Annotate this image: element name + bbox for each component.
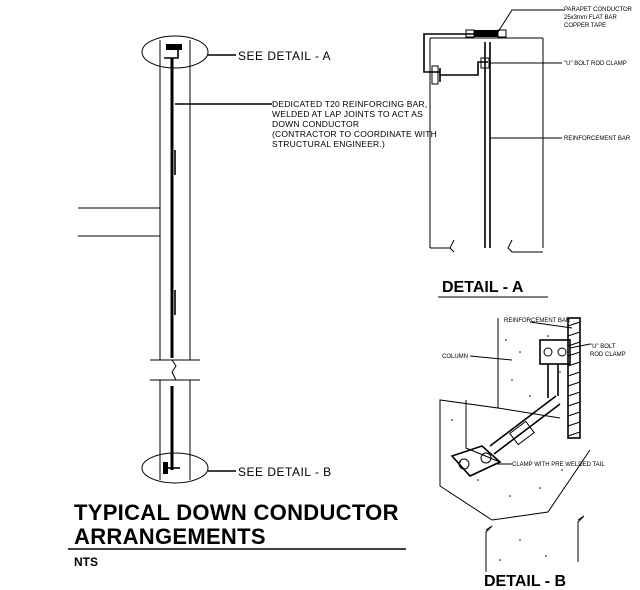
- detail-a-parapet-leader: [497, 9, 564, 33]
- detail-b-reinforcement-bar: [567, 317, 581, 439]
- reinforcing-note-line-3: DOWN CONDUCTOR: [272, 119, 359, 129]
- detail-a-tape-clip-right: [497, 29, 507, 38]
- detail-b-splice-sleeve: [509, 420, 535, 446]
- reinforcing-note: DEDICATED T20 REINFORCING BAR, WELDED AT…: [272, 99, 440, 149]
- detail-b-bubble: [141, 452, 209, 484]
- detail-b-concrete-stipple: [451, 335, 563, 561]
- detail-a-heading: DETAIL - A: [442, 279, 524, 296]
- bottom-clamp-symbol: [163, 462, 168, 474]
- detail-a: PARAPET CONDUCTOR 25x3mm FLAT BAR COPPER…: [423, 7, 634, 298]
- top-clamp-symbol: [164, 50, 179, 59]
- detail-b-column-label: COLUMN: [442, 354, 468, 360]
- reinforcing-note-line-2: WELDED AT LAP JOINTS TO ACT AS: [272, 109, 423, 119]
- detail-b-lower-bolt-2: [480, 452, 492, 464]
- reinforcing-note-line-1: DEDICATED T20 REINFORCING BAR,: [272, 99, 427, 109]
- detail-a-bracket: [431, 65, 439, 85]
- detail-b-rebar-leader: [529, 321, 573, 329]
- main-elevation: SEE DETAIL - A SEE DETAIL - B DEDICATED …: [78, 35, 440, 484]
- reinforcing-note-line-5: STRUCTURAL ENGINEER.): [272, 139, 385, 149]
- detail-b-column-edge: [497, 407, 561, 419]
- detail-a-break-left: [430, 239, 455, 253]
- detail-a-break-right: [507, 239, 543, 253]
- detail-a-clamp-label: "U" BOLT ROD CLAMP: [564, 61, 627, 67]
- detail-b-clamp-label-2: ROD CLAMP: [590, 352, 626, 358]
- detail-b-clamp-nut-1: [543, 347, 553, 357]
- detail-b-clamp-label: "U" BOLT ROD CLAMP: [590, 344, 626, 358]
- detail-a-u-bolt-clamp: [480, 57, 490, 69]
- detail-b-lower-clamp-plate: [450, 445, 502, 477]
- detail-a-copper-tape: [474, 30, 498, 37]
- scale-note: NTS: [74, 555, 98, 569]
- detail-b-break-left: [485, 525, 493, 572]
- callout-b-text: SEE DETAIL - B: [238, 465, 332, 479]
- title-block: TYPICAL DOWN CONDUCTOR ARRANGEMENTS NTS: [68, 500, 406, 569]
- break-symbol: [171, 359, 177, 381]
- detail-a-tail: [439, 61, 488, 82]
- detail-a-parapet-label-3: COPPER TAPE: [564, 23, 606, 29]
- detail-b-tail-top: [489, 395, 557, 447]
- detail-b-clamp-nut-2: [557, 347, 567, 357]
- parapet-tape-symbol: [166, 44, 182, 50]
- detail-a-parapet-label-2: 25x3mm FLAT BAR: [564, 15, 617, 21]
- detail-b-bar-ribs: [567, 321, 581, 437]
- detail-b-u-bolt-clamp: [539, 339, 571, 365]
- reinforcing-note-line-4: (CONTRACTOR TO COORDINATE WITH: [272, 129, 437, 139]
- detail-a-rebar-label: REINFORCEMENT BAR: [564, 136, 631, 142]
- detail-b-tail-label: CLAMP WITH PRE WELDED TAIL: [512, 462, 605, 468]
- detail-b-column-inner-edge: [465, 400, 501, 463]
- detail-b-heading: DETAIL - B: [484, 573, 566, 590]
- detail-a-bubble: [141, 35, 209, 69]
- detail-b-tail-bottom: [493, 403, 561, 455]
- detail-b-clamp-leader: [569, 343, 591, 349]
- callout-a-text: SEE DETAIL - A: [238, 49, 331, 63]
- detail-a-parapet-label-1: PARAPET CONDUCTOR: [564, 7, 633, 13]
- detail-b-clamp-label-1: "U" BOLT: [590, 344, 616, 350]
- detail-b: REINFORCEMENT BAR COLUMN "U" BOLT ROD CL…: [439, 317, 626, 590]
- detail-b-lower-bolt-1: [458, 458, 470, 470]
- title-line-2: ARRANGEMENTS: [74, 524, 266, 549]
- detail-b-break-right: [577, 515, 585, 562]
- detail-b-rebar-label: REINFORCEMENT BAR: [504, 318, 571, 324]
- detail-a-parapet-label: PARAPET CONDUCTOR 25x3mm FLAT BAR COPPER…: [564, 7, 634, 29]
- title-line-1: TYPICAL DOWN CONDUCTOR: [74, 500, 399, 525]
- detail-b-column-leader: [469, 355, 513, 361]
- detail-b-clamp-studs: [547, 364, 559, 398]
